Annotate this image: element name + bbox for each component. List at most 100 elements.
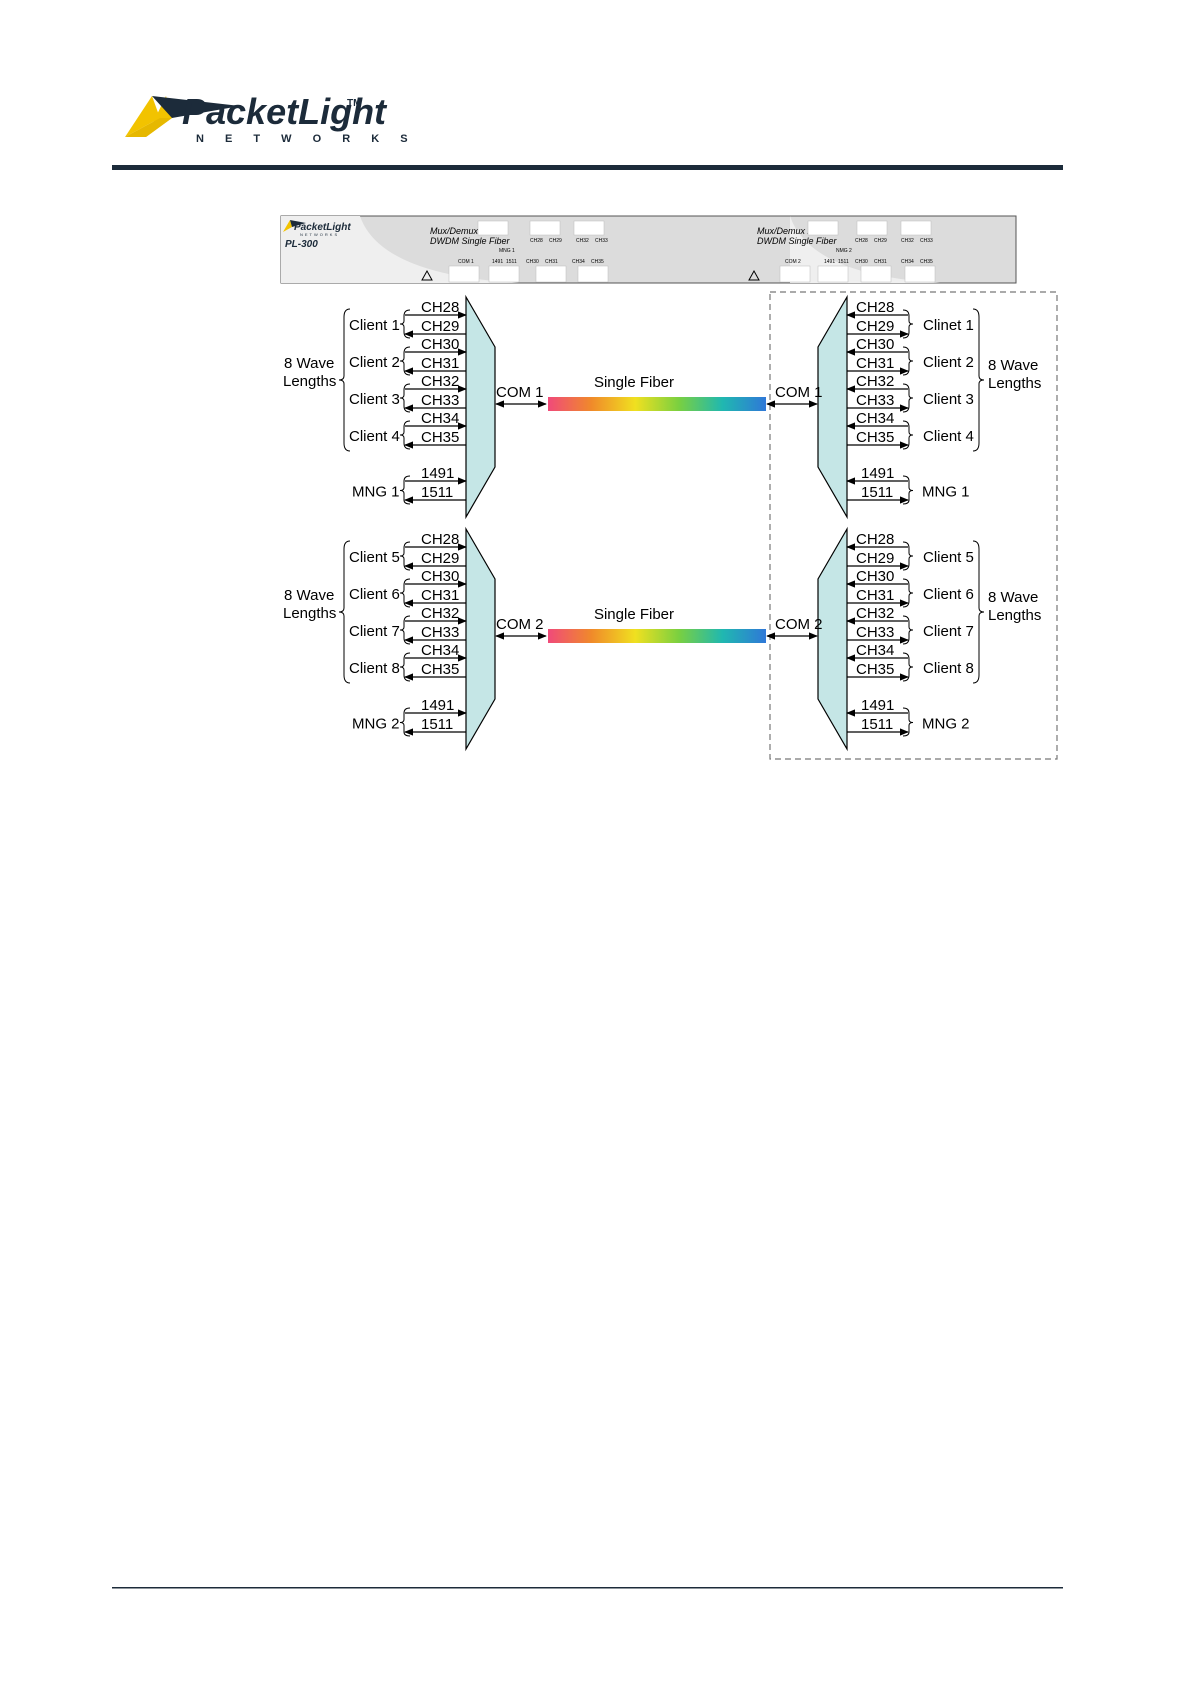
single-fiber <box>548 629 766 643</box>
panel-connector-bottom <box>577 265 609 283</box>
client-label-left: Client 1 <box>349 317 400 334</box>
client-label-left: Client 5 <box>349 549 400 566</box>
client-brace-left <box>399 615 411 645</box>
panel-mng-port-label: 1491 <box>824 259 835 265</box>
mux-demux-right <box>817 294 848 520</box>
client-brace-left <box>399 541 411 571</box>
group-label-left-1: 8 Wave <box>284 355 334 372</box>
group-label-right-1: 8 Wave <box>988 589 1038 606</box>
panel-module-mng-label: NMG 2 <box>836 248 852 254</box>
channel-label-left: CH32 <box>421 605 459 622</box>
client-label-right: Client 7 <box>923 623 974 640</box>
client-brace-left <box>399 346 411 376</box>
client-label-left: Client 7 <box>349 623 400 640</box>
mng-channel-label-right: 1511 <box>861 716 893 733</box>
remote-site-frame <box>769 291 1058 760</box>
panel-module-com-label: COM 2 <box>785 259 801 265</box>
panel-connector-bottom <box>779 265 811 283</box>
mux-demux-left <box>465 294 496 520</box>
mng-label-right: MNG 2 <box>922 716 970 733</box>
panel-connector-top <box>900 220 932 236</box>
mng-channel-label-left: 1511 <box>421 484 453 501</box>
mng-channel-label-right: 1491 <box>861 697 894 714</box>
channel-label-left: CH30 <box>421 336 459 353</box>
client-label-left: Client 8 <box>349 660 400 677</box>
panel-connector-bottom <box>904 265 936 283</box>
channel-label-left: CH35 <box>421 429 459 446</box>
client-label-right: Client 6 <box>923 586 974 603</box>
client-brace-left <box>399 652 411 682</box>
footer-rule <box>112 1587 1063 1589</box>
channel-label-right: CH30 <box>856 568 894 585</box>
mng-brace-left <box>399 475 411 505</box>
brand-sub: N E T W O R K S <box>196 133 417 145</box>
channel-label-right: CH30 <box>856 336 894 353</box>
client-brace-right <box>902 652 914 682</box>
group-brace-right <box>972 540 985 684</box>
panel-top-port-label: CH32 <box>901 238 914 244</box>
channel-label-right: CH29 <box>856 318 894 335</box>
mng-channel-label-left: 1491 <box>421 465 454 482</box>
channel-label-right: CH29 <box>856 550 894 567</box>
mng-brace-right <box>902 475 914 505</box>
channel-label-left: CH34 <box>421 642 459 659</box>
channel-label-left: CH33 <box>421 392 459 409</box>
client-brace-right <box>902 541 914 571</box>
client-label-left: Client 6 <box>349 586 400 603</box>
mux-demux-right <box>817 526 848 752</box>
panel-connector-top <box>573 220 605 236</box>
channel-label-left: CH30 <box>421 568 459 585</box>
panel-brand-name: PacketLight <box>294 222 351 233</box>
channel-label-left: CH31 <box>421 587 459 604</box>
panel-connector-bottom <box>488 265 520 283</box>
mng-brace-right <box>902 707 914 737</box>
channel-label-left: CH29 <box>421 318 459 335</box>
panel-connector-bottom <box>448 265 480 283</box>
channel-label-right: CH28 <box>856 299 894 316</box>
panel-connector-top <box>807 220 839 236</box>
client-brace-right <box>902 309 914 339</box>
channel-label-left: CH28 <box>421 299 459 316</box>
channel-label-right: CH33 <box>856 624 894 641</box>
client-brace-right <box>902 420 914 450</box>
channel-label-right: CH34 <box>856 642 894 659</box>
panel-bottom-port-label: CH35 <box>591 259 604 265</box>
channel-label-right: CH31 <box>856 587 894 604</box>
panel-top-port-label: CH28 <box>530 238 543 244</box>
mng-channel-label-right: 1491 <box>861 465 894 482</box>
group-label-right-1: 8 Wave <box>988 357 1038 374</box>
panel-bottom-port-label: CH31 <box>545 259 558 265</box>
mng-channel-label-left: 1491 <box>421 697 454 714</box>
panel-module-mng-label: MNG 1 <box>499 248 515 254</box>
panel-connector-top <box>529 220 561 236</box>
channel-label-right: CH28 <box>856 531 894 548</box>
group-label-left-2: Lengths <box>283 373 336 390</box>
client-label-left: Client 4 <box>349 428 400 445</box>
warning-icon <box>421 269 433 281</box>
panel-bottom-port-label: CH34 <box>572 259 585 265</box>
header: PacketLight TM N E T W O R K S <box>112 91 1063 170</box>
packetlight-logo-icon <box>125 96 240 137</box>
client-label-left: Client 3 <box>349 391 400 408</box>
panel-model: PL-300 <box>285 239 318 250</box>
fiber-label: Single Fiber <box>594 606 674 623</box>
panel-module-subtitle: DWDM Single Fiber <box>757 236 838 246</box>
channel-label-left: CH35 <box>421 661 459 678</box>
channel-label-left: CH29 <box>421 550 459 567</box>
panel-module-subtitle: DWDM Single Fiber <box>430 236 511 246</box>
client-brace-right <box>902 578 914 608</box>
panel-top-port-label: CH28 <box>855 238 868 244</box>
client-brace-right <box>902 383 914 413</box>
panel-top-port-label: CH29 <box>874 238 887 244</box>
client-brace-left <box>399 383 411 413</box>
mng-channel-label-left: 1511 <box>421 716 453 733</box>
panel-mng-port-label: 1491 <box>492 259 503 265</box>
client-label-left: Client 2 <box>349 354 400 371</box>
channel-label-left: CH32 <box>421 373 459 390</box>
